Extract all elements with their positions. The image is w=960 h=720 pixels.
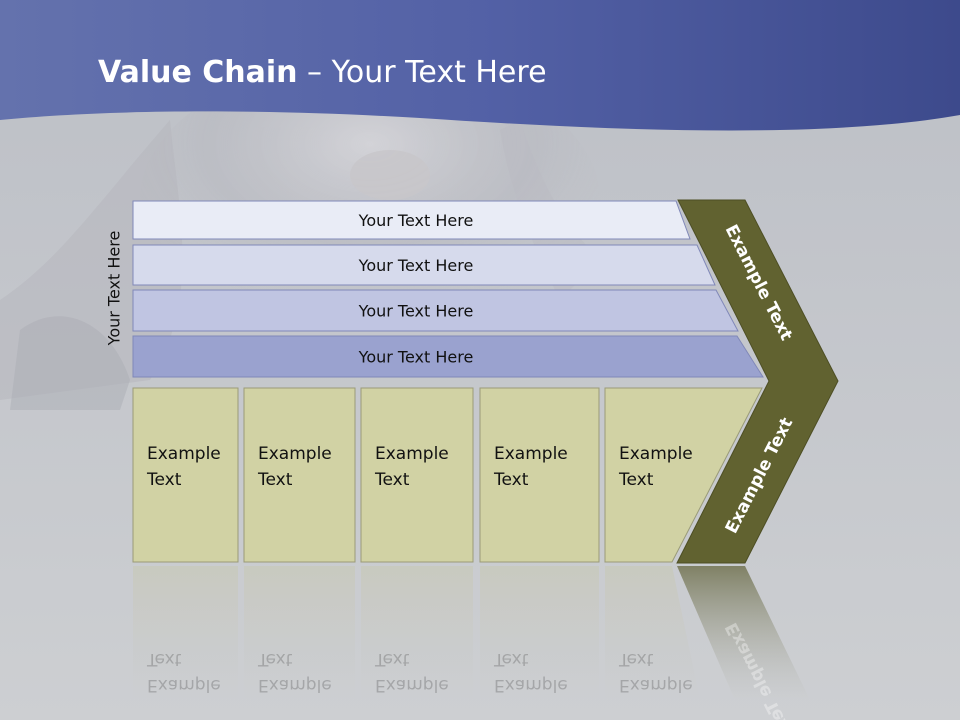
primary-box-label-3-line-2: Text [374, 470, 410, 490]
reflection-box-text-5: Example Text [618, 649, 693, 695]
vertical-axis-label: Your Text Here [104, 230, 124, 346]
reflection-label-1-2: Text [146, 649, 182, 669]
reflection-box-5 [605, 566, 700, 700]
primary-box-3 [360, 387, 474, 563]
title-rest: – Your Text Here [297, 55, 547, 90]
support-bar-2 [132, 244, 716, 286]
reflection-box-3 [361, 566, 473, 700]
reflection-box-4 [480, 566, 599, 700]
reflection-box-2 [244, 566, 355, 700]
reflection-label-3-2: Text [374, 649, 410, 669]
support-bar-label-2: Your Text Here [358, 256, 474, 275]
reflection-label-5-2: Text [618, 649, 654, 669]
primary-box-5 [604, 387, 763, 563]
header-band [0, 0, 960, 131]
primary-box-2 [243, 387, 356, 563]
support-bar-label-4: Your Text Here [358, 348, 474, 367]
slide-title: Value Chain – Your Text Here [98, 55, 547, 90]
primary-box-label-1-line-1: Example [147, 444, 221, 464]
reflection-box-text-2: Example Text [257, 649, 332, 695]
reflection-label-1-1: Example [147, 675, 221, 695]
margin-chevron-shape [676, 199, 839, 564]
reflection: ExampleTextExampleTextExampleTextExample… [133, 566, 810, 720]
support-bar-3 [132, 289, 739, 332]
support-bar-4 [132, 335, 764, 378]
title-bold: Value Chain [98, 55, 298, 90]
reflection-label-2-2: Text [257, 649, 293, 669]
primary-box-label-4-line-1: Example [494, 444, 568, 464]
reflection-label-5-1: Example [619, 675, 693, 695]
primary-box-label-2-line-1: Example [258, 444, 332, 464]
primary-box-label-3-line-1: Example [375, 444, 449, 464]
reflection-label-4-1: Example [494, 675, 568, 695]
support-bar-label-1: Your Text Here [358, 211, 474, 230]
reflection-label-2-1: Example [258, 675, 332, 695]
support-bar-label-3: Your Text Here [358, 302, 474, 321]
reflection-box-text-4: Example Text [493, 649, 568, 695]
reflection-chevron [677, 566, 810, 700]
reflection-label-3-1: Example [375, 675, 449, 695]
primary-box-4 [479, 387, 600, 563]
reflection-box-text-3: Example Text [374, 649, 449, 695]
support-bar-1 [132, 200, 691, 240]
reflection-box-1 [133, 566, 238, 700]
primary-box-1 [132, 387, 239, 563]
primary-box-label-4-line-2: Text [493, 470, 529, 490]
reflection-label-4-2: Text [493, 649, 529, 669]
primary-box-label-2-line-2: Text [257, 470, 293, 490]
primary-box-label-5-line-1: Example [619, 444, 693, 464]
reflection-box-text-1: Example Text [146, 649, 221, 695]
primary-box-label-5-line-2: Text [618, 470, 654, 490]
primary-box-label-1-line-2: Text [146, 470, 182, 490]
